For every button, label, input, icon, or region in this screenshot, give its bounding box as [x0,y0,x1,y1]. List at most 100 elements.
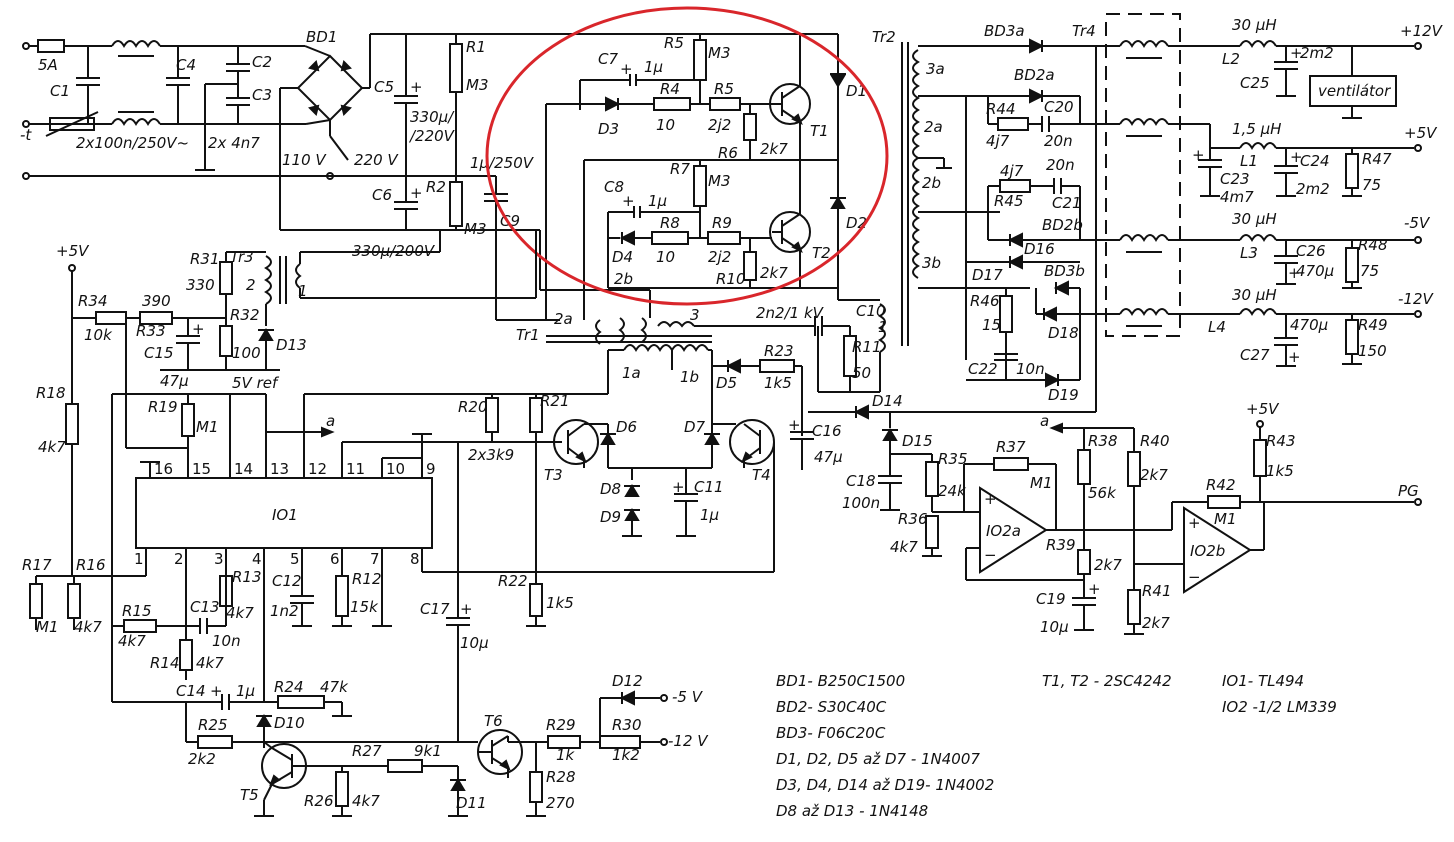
R49-val: 150 [1358,342,1387,360]
C19-label: C19 [1036,590,1066,608]
D10-label: D10 [274,714,305,732]
R1-val: M3 [466,76,489,94]
BD2a-label: BD2a [1014,66,1055,84]
BD3a-label: BD3a [984,22,1025,40]
T1-label: T1 [810,122,829,140]
C23-label: C23 [1220,170,1250,188]
C5-val2: /220V [408,127,456,145]
R15-val: 4k7 [118,632,146,650]
C27-label: C27 [1240,346,1270,364]
R1-label: R1 [466,38,486,56]
R13-label: R13 [232,568,262,586]
R27-label: R27 [352,742,382,760]
R39-val: 2k7 [1094,556,1122,574]
R43-label: R43 [1266,432,1296,450]
R46-val: 15 [982,316,1001,334]
R38-val: 56k [1088,484,1117,502]
R19-label: R19 [148,398,178,416]
C7-label: C7 [598,50,618,68]
R24-val: 47k [320,678,349,696]
svg-text:+: + [460,600,473,618]
R41-val: 2k7 [1142,614,1170,632]
fuse [37,39,65,53]
C7-val: 1μ [644,58,663,76]
emi-caps-label: 2x100n/250V~ [76,134,189,152]
io1-pin-14: 14 [234,460,253,478]
L1-val: 1,5 μH [1232,120,1281,138]
R40-label: R40 [1140,432,1170,450]
io1-pin-13: 13 [270,460,289,478]
svg-text:+: + [1288,348,1301,366]
R45-val: 4j7 [1000,162,1024,180]
C24-label: C24 [1300,152,1330,170]
D15-label: D15 [902,432,933,450]
C22-val: 10n [1016,360,1045,378]
choke-top [111,40,161,48]
parts-io2: IO2 -1/2 LM339 [1222,698,1337,716]
C25-label: C25 [1240,74,1270,92]
IO2b-label: IO2b [1190,542,1225,560]
R27-val: 9k1 [414,742,442,760]
R45-label: R45 [994,192,1024,210]
L4-label: L4 [1208,318,1226,336]
R47-val: 75 [1362,176,1381,194]
D12-label: D12 [612,672,643,690]
out-pg: PG [1398,482,1419,500]
sel-110-label: 110 V [282,151,327,169]
C16-label: C16 [812,422,842,440]
R22-val: 1k5 [546,594,574,612]
io1-pin-3: 3 [214,550,224,568]
C22-label: C22 [968,360,998,378]
svg-text:+: + [1288,264,1301,282]
R48-label: R48 [1358,236,1388,254]
R11-val: 50 [852,364,871,382]
supply-m5-label: -5 V [672,688,704,706]
parts-io1: IO1- TL494 [1222,672,1304,690]
D16-label: D16 [1024,240,1055,258]
R34-val: 10k [84,326,113,344]
R10-label: R10 [716,270,746,288]
Tr2-label: Tr2 [872,28,896,46]
D4-label: D4 [612,248,633,266]
R30-val: 1k2 [612,746,640,764]
R12-val: 15k [350,598,379,616]
R32-label: R32 [230,306,260,324]
compensation-network: R17 R16 M1 4k7 R15 4k7 C13 10n R14 4k7 R… [22,442,489,742]
bridge-bd1: BD1 110 V 220 V [279,28,838,231]
parts-list: BD1- B250C1500 BD2- S30C40C BD3- F06C20C… [776,672,1337,820]
y-caps-label: 2x 4n7 [208,134,260,152]
out-m12v: -12V [1398,290,1434,308]
svg-text:−: − [984,546,997,564]
parts-d3: D3, D4, D14 až D19- 1N4002 [776,776,994,794]
R49-label: R49 [1358,316,1388,334]
D7-label: D7 [684,418,706,436]
D18-label: D18 [1048,324,1079,342]
R13-val: 4k7 [226,604,254,622]
R29-label: R29 [546,716,576,734]
R47-label: R47 [1362,150,1392,168]
svg-text:+: + [410,78,423,96]
choke-bottom [111,118,161,126]
R9-val: 2j2 [708,248,731,266]
R43-val: 1k5 [1266,462,1294,480]
R22-label: R22 [498,572,528,590]
D11-label: D11 [456,794,487,812]
R30-label: R30 [612,716,642,734]
BD3b-label: BD3b [1044,262,1085,280]
C6-label: C6 [372,186,392,204]
C14-label: C14 [176,682,206,700]
io1-body [135,477,433,549]
R18-label: R18 [36,384,66,402]
parts-bd1: BD1- B250C1500 [776,672,905,690]
fan-label: ventilátor [1318,82,1391,100]
IO1-label: IO1 [272,506,298,524]
C8-val: 1μ [648,192,667,210]
w3-label: 3 [690,306,700,324]
C26-label: C26 [1296,242,1326,260]
R29-val: 1k [556,746,576,764]
C26-val: 470μ [1296,262,1334,280]
T2-label: T2 [812,244,831,262]
R5b-label: R5 [714,80,734,98]
C15-label: C15 [144,344,174,362]
